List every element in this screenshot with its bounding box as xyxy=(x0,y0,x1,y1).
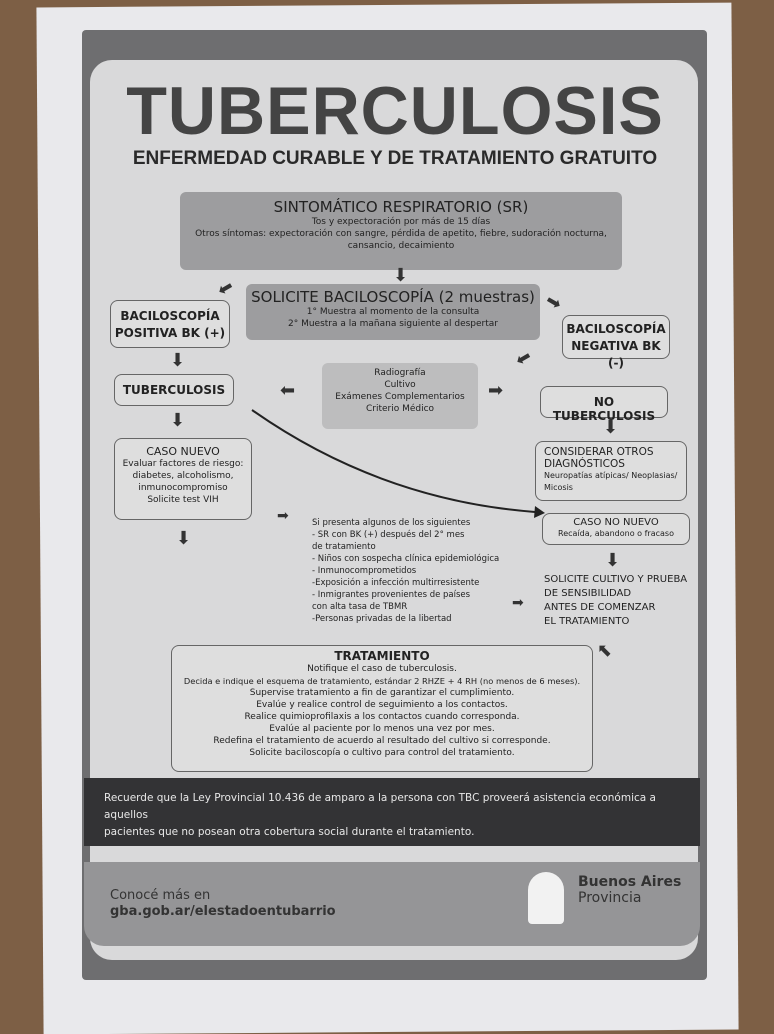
criterio-item: -Personas privadas de la libertad xyxy=(312,614,452,624)
tratamiento-line: Realice quimioprofilaxis a los contactos… xyxy=(244,712,520,722)
criterio-item: con alta tasa de TBMR xyxy=(312,602,408,612)
baciloscopia-line: 1° Muestra al momento de la consulta xyxy=(306,307,480,317)
arrow-down-icon: ⬇ xyxy=(170,410,186,431)
provincia-logo-icon xyxy=(528,872,564,924)
otros-diag-line: Micosis xyxy=(544,483,573,492)
criterio-item: - SR con BK (+) después del 2° mes xyxy=(312,530,465,540)
caso-nuevo-heading: CASO NUEVO xyxy=(146,445,220,458)
estudio-item: Radiografía xyxy=(374,368,426,378)
positiva-box: BACILOSCOPÍA POSITIVA BK (+) xyxy=(110,300,230,348)
arrow-right-icon: ➡ xyxy=(488,380,504,401)
positiva-line: POSITIVA BK (+) xyxy=(114,326,226,340)
criterio-item: Si presenta algunos de los siguientes xyxy=(312,518,471,528)
tratamiento-line: Notifique el caso de tuberculosis. xyxy=(307,664,457,674)
caso-nuevo-line: Solicite test VIH xyxy=(147,495,219,505)
tratamiento-box: TRATAMIENTO Notifique el caso de tubercu… xyxy=(171,645,593,772)
caso-no-nuevo-line: Recaída, abandono o fracaso xyxy=(558,529,674,538)
caso-nuevo-line: inmunocompromiso xyxy=(138,483,228,493)
arrow-down-icon: ⬇ xyxy=(170,350,186,371)
tratamiento-line: Evalúe al paciente por lo menos una vez … xyxy=(269,724,495,734)
arrow-right-icon: ➡ xyxy=(277,508,289,524)
sr-box: SINTOMÁTICO RESPIRATORIO (SR) Tos y expe… xyxy=(180,192,622,270)
sr-line: cansancio, decaimiento xyxy=(347,241,455,251)
caso-no-nuevo-box: CASO NO NUEVO Recaída, abandono o fracas… xyxy=(542,513,690,545)
sr-heading: SINTOMÁTICO RESPIRATORIO (SR) xyxy=(273,198,529,216)
tratamiento-line: Decida e indique el esquema de tratamien… xyxy=(183,676,581,686)
tratamiento-line: Solicite baciloscopía o cultivo para con… xyxy=(249,748,515,758)
tratamiento-line: Redefina el tratamiento de acuerdo al re… xyxy=(213,736,551,746)
tratamiento-line: Supervise tratamiento a fin de garantiza… xyxy=(249,688,515,698)
estudio-item: Exámenes Complementarios xyxy=(335,392,465,402)
caso-nuevo-line: diabetes, alcoholismo, xyxy=(132,471,234,481)
baciloscopia-heading: SOLICITE BACILOSCOPÍA (2 muestras) xyxy=(251,288,535,306)
criterio-item: -Exposición a infección multirresistente xyxy=(312,578,480,588)
otros-diag-heading: DIAGNÓSTICOS xyxy=(544,458,625,470)
negativa-box: BACILOSCOPÍA NEGATIVA BK (-) xyxy=(562,315,670,370)
otros-diag-heading: CONSIDERAR OTROS xyxy=(544,446,654,458)
tratamiento-heading: TRATAMIENTO xyxy=(334,649,430,663)
arrow-down-icon: ⬇ xyxy=(605,550,621,571)
criterio-item: - Niños con sospecha clínica epidemiológ… xyxy=(312,554,500,564)
footer-band: Conocé más en gba.gob.ar/elestadoentubar… xyxy=(84,862,700,946)
baciloscopia-box: SOLICITE BACILOSCOPÍA (2 muestras) 1° Mu… xyxy=(246,284,540,340)
arrow-left-icon: ⬅ xyxy=(280,380,296,401)
arrow-down-icon: ⬇ xyxy=(603,417,619,438)
estudio-item: Criterio Médico xyxy=(365,404,435,414)
cultivo-instruction: SOLICITE CULTIVO Y PRUEBA DE SENSIBILIDA… xyxy=(544,573,687,629)
criterio-item: de tratamiento xyxy=(312,542,376,552)
arrow-down-icon: ⬇ xyxy=(176,528,192,549)
sr-line: Otros síntomas: expectoración con sangre… xyxy=(195,229,607,239)
footer-link[interactable]: gba.gob.ar/elestadoentubarrio xyxy=(110,904,336,919)
caso-no-nuevo-heading: CASO NO NUEVO xyxy=(573,517,659,528)
negativa-line: NEGATIVA BK (-) xyxy=(571,339,661,370)
cultivo-line: EL TRATAMIENTO xyxy=(544,616,630,627)
banner-line: Recuerde que la Ley Provincial 10.436 de… xyxy=(104,792,656,821)
logo-text: Provincia xyxy=(578,890,642,906)
no-tuberculosis-box: NO TUBERCULOSIS xyxy=(540,386,668,423)
criterio-item: - Inmigrantes provenientes de países xyxy=(312,590,471,600)
cultivo-line: DE SENSIBILIDAD xyxy=(544,588,632,599)
sr-line: Tos y expectoración por más de 15 días xyxy=(311,217,491,227)
logo-text: Buenos Aires xyxy=(578,874,682,890)
banner-line: pacientes que no posean otra cobertura s… xyxy=(104,826,475,838)
tuberculosis-box: TUBERCULOSIS xyxy=(114,374,234,406)
estudios-box: Radiografía Cultivo Exámenes Complementa… xyxy=(322,363,478,429)
tratamiento-line: Evalúe y realice control de seguimiento … xyxy=(256,700,508,710)
cultivo-line: SOLICITE CULTIVO Y PRUEBA xyxy=(544,574,688,585)
negativa-line: BACILOSCOPÍA xyxy=(566,322,666,336)
footer-line: Conocé más en xyxy=(110,888,211,903)
otros-diagnosticos-box: CONSIDERAR OTROS DIAGNÓSTICOS Neuropatía… xyxy=(535,441,687,501)
criterios-list: Si presenta algunos de los siguientes - … xyxy=(312,517,499,625)
estudio-item: Cultivo xyxy=(384,380,416,390)
caso-nuevo-box: CASO NUEVO Evaluar factores de riesgo: d… xyxy=(114,438,252,520)
otros-diag-line: Neuropatías atípicas/ Neoplasias/ xyxy=(544,471,678,480)
caso-nuevo-line: Evaluar factores de riesgo: xyxy=(122,459,244,469)
baciloscopia-line: 2° Muestra a la mañana siguiente al desp… xyxy=(287,319,498,329)
arrow-down-icon: ⬇ xyxy=(393,265,409,286)
cultivo-line: ANTES DE COMENZAR xyxy=(544,602,656,613)
criterio-item: - Inmunocomprometidos xyxy=(312,566,417,576)
positiva-line: BACILOSCOPÍA xyxy=(120,309,220,323)
poster-title: TUBERCULOSIS xyxy=(126,73,664,149)
ley-banner: Recuerde que la Ley Provincial 10.436 de… xyxy=(84,778,700,846)
arrow-right-icon: ➡ xyxy=(512,595,524,611)
poster-subtitle: ENFERMEDAD CURABLE Y DE TRATAMIENTO GRAT… xyxy=(132,148,658,169)
